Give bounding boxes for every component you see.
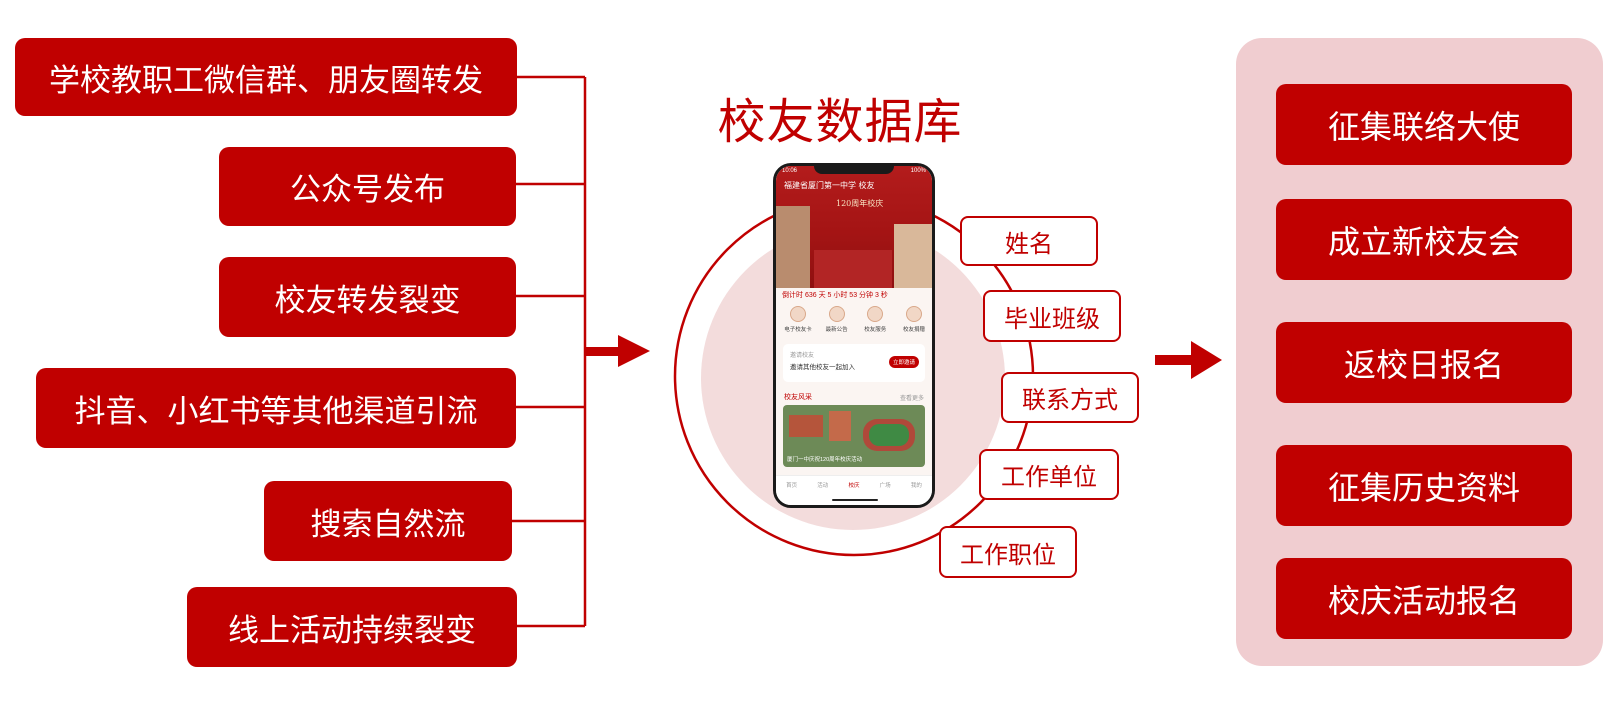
home-indicator: [832, 499, 878, 501]
arrow-right-2: [1155, 341, 1222, 379]
menu-services[interactable]: 校友服务: [857, 306, 893, 333]
invite-text: 邀请其他校友一起加入: [790, 364, 855, 371]
phone-status-bar: 10:06 100%: [782, 168, 926, 174]
tab-activities[interactable]: 活动: [817, 483, 829, 489]
building-center: [814, 250, 892, 288]
service-icon: [867, 306, 884, 322]
phone-mockup: 10:06 100% 福建省厦门第一中学 校友 120周年校庆 倒计时 636 …: [773, 163, 935, 508]
phone-notch: [814, 166, 894, 174]
menu-donation[interactable]: 校友捐赠: [896, 306, 932, 333]
invite-title: 邀请校友: [790, 353, 815, 359]
tab-mine[interactable]: 我的: [910, 483, 922, 489]
card-icon: [790, 306, 806, 322]
tab-square[interactable]: 广场: [879, 483, 891, 489]
database-title: 校友数据库: [717, 96, 963, 149]
photo-roof-1: [789, 415, 823, 437]
menu-announcements[interactable]: 最新公告: [819, 306, 855, 333]
section-more-link[interactable]: 查看更多: [899, 396, 924, 402]
status-time: 10:06: [782, 168, 798, 174]
quick-menu: 电子校友卡 最新公告 校友服务 校友捐赠: [780, 306, 932, 333]
channel-alumni-referral: 校友转发裂变: [219, 257, 516, 337]
building-right: [894, 224, 932, 288]
channel-staff-wechat: 学校教职工微信群、朋友圈转发: [15, 38, 517, 116]
field-position: 工作职位: [939, 526, 1077, 578]
action-return-day-signup: 返校日报名: [1276, 322, 1572, 403]
countdown-text: 倒计时 636 天 5 小时 53 分钟 3 秒: [782, 292, 888, 299]
anniversary-label: 120周年校庆: [836, 199, 884, 208]
invite-button[interactable]: 立即邀请: [888, 356, 919, 368]
action-liaison-ambassador: 征集联络大使: [1276, 84, 1572, 165]
action-anniversary-signup: 校庆活动报名: [1276, 558, 1572, 639]
status-battery: 100%: [910, 168, 926, 174]
campus-photo[interactable]: 厦门一中庆祝120周年校庆活动: [783, 405, 925, 467]
heart-icon: [905, 306, 922, 322]
megaphone-icon: [828, 306, 845, 322]
channel-official-account: 公众号发布: [219, 147, 516, 226]
menu-alumni-card[interactable]: 电子校友卡: [780, 306, 816, 333]
channel-search-organic: 搜索自然流: [264, 481, 512, 561]
channel-douyin-xiaohongshu: 抖音、小红书等其他渠道引流: [36, 368, 516, 448]
field-name: 姓名: [960, 216, 1098, 266]
channel-online-events: 线上活动持续裂变: [187, 587, 517, 667]
photo-roof-2: [829, 411, 851, 441]
arrow-right-1: [585, 335, 650, 367]
tab-anniversary[interactable]: 校庆: [848, 483, 860, 489]
phone-hero-banner: 10:06 100% 福建省厦门第一中学 校友 120周年校庆: [776, 166, 932, 288]
school-name: 福建省厦门第一中学 校友: [784, 181, 875, 190]
field-employer: 工作单位: [979, 449, 1119, 500]
action-new-association: 成立新校友会: [1276, 199, 1572, 280]
action-history-collection: 征集历史资料: [1276, 445, 1572, 526]
photo-caption: 厦门一中庆祝120周年校庆活动: [787, 457, 863, 463]
section-title: 校友风采: [784, 393, 812, 401]
field-contact: 联系方式: [1001, 372, 1139, 423]
tab-home[interactable]: 首页: [786, 483, 798, 489]
invite-card: 邀请校友 邀请其他校友一起加入 立即邀请: [783, 344, 925, 382]
photo-field: [869, 424, 909, 446]
field-class: 毕业班级: [983, 290, 1121, 342]
building-left: [776, 206, 810, 288]
